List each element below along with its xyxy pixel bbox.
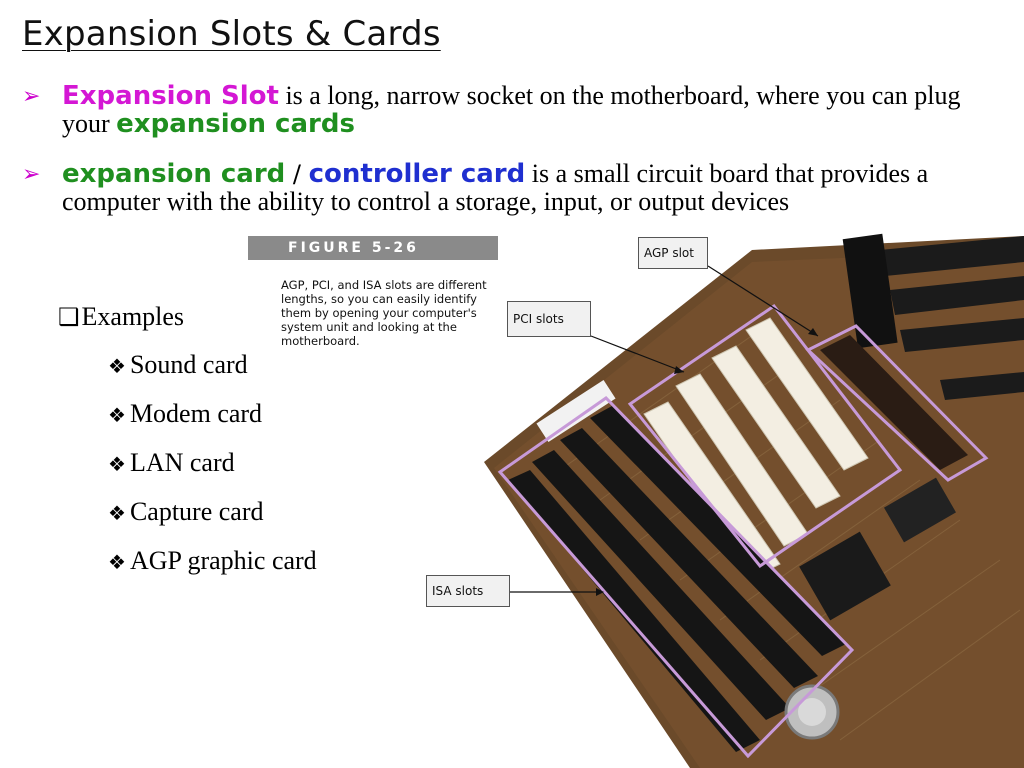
arrowhead-bullet-icon: ➢ — [22, 83, 41, 108]
four-diamond-bullet-icon: ❖ — [108, 405, 126, 427]
bullet-text: Expansion Slot is a long, narrow socket … — [62, 81, 997, 139]
example-item: ❖Sound card — [108, 350, 248, 380]
example-label: Capture card — [129, 497, 264, 526]
checkbox-bullet-icon: ❑ — [58, 305, 80, 331]
bullet-text: expansion card / controller card is a sm… — [62, 160, 997, 216]
example-label: AGP graphic card — [129, 546, 317, 575]
term-separator: / — [285, 160, 309, 188]
agp-outline — [805, 324, 989, 482]
figure-panel: FIGURE 5-26 — [248, 236, 498, 260]
isa-outline — [497, 396, 855, 759]
examples-heading: ❑Examples — [58, 302, 184, 332]
four-diamond-bullet-icon: ❖ — [108, 454, 126, 476]
arrowhead-bullet-icon: ➢ — [22, 161, 41, 186]
four-diamond-bullet-icon: ❖ — [108, 356, 126, 378]
examples-label: Examples — [81, 302, 185, 331]
bullet-body: is a small circuit board that provides a… — [62, 159, 929, 216]
example-label: Modem card — [129, 399, 263, 428]
isa-slots-label: ISA slots — [426, 575, 510, 607]
four-diamond-bullet-icon: ❖ — [108, 552, 126, 574]
term-expansion-cards: expansion cards — [116, 109, 355, 139]
slide-title: Expansion Slots & Cards — [22, 14, 441, 54]
term-controller-card: controller card — [308, 159, 526, 189]
example-label: LAN card — [129, 448, 235, 477]
four-diamond-bullet-icon: ❖ — [108, 503, 126, 525]
pci-slots-label: PCI slots — [507, 301, 591, 337]
example-item: ❖Modem card — [108, 399, 262, 429]
term-expansion-slot: Expansion Slot — [62, 81, 279, 111]
term-expansion-card: expansion card — [62, 159, 286, 189]
figure-caption: AGP, PCI, and ISA slots are different le… — [281, 278, 487, 348]
example-label: Sound card — [129, 350, 248, 379]
agp-slot-label: AGP slot — [638, 237, 708, 269]
bullet-body: is a long, narrow socket on the motherbo… — [62, 81, 961, 138]
figure-heading: FIGURE 5-26 — [248, 236, 498, 260]
agp-slot — [820, 335, 968, 470]
example-item: ❖LAN card — [108, 448, 235, 478]
example-item: ❖AGP graphic card — [108, 546, 317, 576]
example-item: ❖Capture card — [108, 497, 263, 527]
